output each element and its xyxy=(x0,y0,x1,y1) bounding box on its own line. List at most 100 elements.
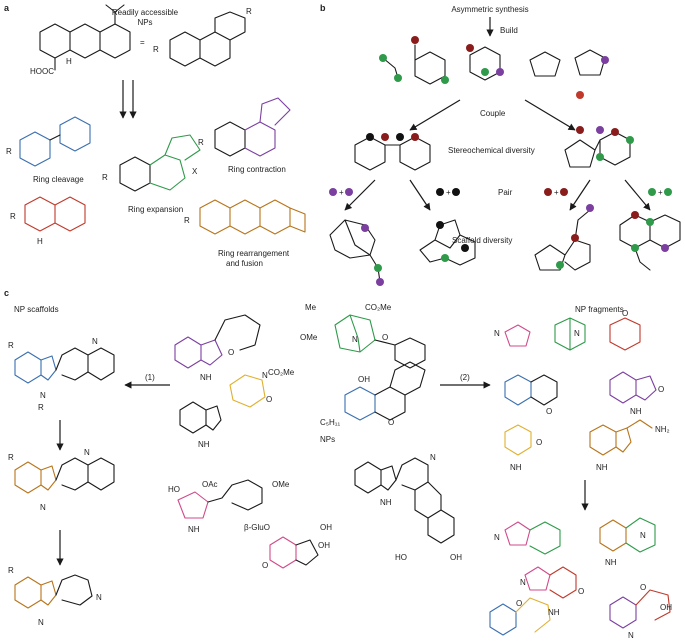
fragment-pyrrolidine-hn: N xyxy=(494,329,500,338)
panel-b-letter: b xyxy=(320,3,326,13)
pyrrolidine-ome: OMe xyxy=(272,480,290,489)
indole-nh: NH xyxy=(198,440,210,449)
fragment-oxindole-nh: NH xyxy=(630,407,642,416)
scaffold3-n2: N xyxy=(38,618,44,627)
fragment-chroman-o: O xyxy=(546,407,552,416)
pair-arrow-2 xyxy=(409,179,431,211)
cannabinoid-c5h11: C₅H₁₁ xyxy=(320,418,340,427)
pair-arrow-3 xyxy=(569,179,591,211)
panel-c-letter: c xyxy=(4,288,9,298)
pseudo-np-products: N N NH N O O NH OH N O xyxy=(489,517,672,640)
equals-sign: = xyxy=(140,38,145,47)
pseudo5-oh: OH xyxy=(660,603,672,612)
np-scaffold-2: R N N xyxy=(8,448,115,512)
panel-b-title: Asymmetric synthesis xyxy=(451,5,528,14)
fragment-pyrimidinone-o: O xyxy=(536,438,542,447)
ring-contraction-structure: R Ring contraction xyxy=(198,97,291,174)
fragment-oxindole-o: O xyxy=(658,385,664,394)
pseudo4-o: O xyxy=(516,599,522,608)
fragment-tropane-n: N xyxy=(574,329,580,338)
panel-a-letter: a xyxy=(4,3,10,13)
ring-cleavage-structure: R Ring cleavage xyxy=(6,116,91,184)
contraction-r1: R xyxy=(198,138,204,147)
nps-label: NPs xyxy=(320,435,335,444)
yohimbine-oh: OH xyxy=(450,553,462,562)
plus-4: + xyxy=(658,188,663,197)
cocaine-n: N xyxy=(352,335,358,344)
np-pyrrolidine: HO OAc OMe NH xyxy=(168,479,290,534)
scaffold1-r4: R xyxy=(8,341,14,350)
me-label: Me xyxy=(305,303,317,312)
glycoside-oh: OH xyxy=(320,523,332,532)
couple-arrow-right xyxy=(524,99,576,131)
np-iridoid-glycoside: β-GluO OH OH O xyxy=(244,523,332,570)
r1-label: R xyxy=(153,45,159,54)
yohimbine-n: N xyxy=(430,453,436,462)
red-r1: R xyxy=(10,212,16,221)
ring-rearr-line1: Ring rearrangement xyxy=(218,249,290,258)
couple-arrow-left xyxy=(409,99,461,131)
pseudo1-n: N xyxy=(494,533,500,542)
ring-expansion-label: Ring expansion xyxy=(128,205,183,214)
panel-b: b Asymmetric synthesis Build Couple St xyxy=(320,3,681,286)
acid-label: HOOC xyxy=(30,67,54,76)
pyrimidinone-o: O xyxy=(266,395,272,404)
natural-product-abietic: HOOC H xyxy=(30,4,131,76)
np-oxindole: Me OMe CO₂Me NH O xyxy=(174,303,318,382)
fragment-tryptamine-nh: NH xyxy=(596,463,608,472)
red-bicycle-structure: R H xyxy=(10,196,86,246)
rearr-r1: R xyxy=(184,216,190,225)
fragment-dihydropyran-o: O xyxy=(622,309,628,318)
r2-label: R xyxy=(246,7,252,16)
scaffold1-n2: N xyxy=(92,337,98,346)
ring-cleavage-label: Ring cleavage xyxy=(33,175,84,184)
pair-row: + + Pair + + xyxy=(329,188,672,197)
pseudo2-nh: NH xyxy=(605,558,617,567)
oxindole-o: O xyxy=(228,348,234,357)
oxindole-nh: NH xyxy=(200,373,212,382)
panel-a-title-line2: NPs xyxy=(137,18,152,27)
cocaine-co2me: CO₂Me xyxy=(365,303,392,312)
pseudo3-n: N xyxy=(520,578,526,587)
pseudo2-n: N xyxy=(640,531,646,540)
ome-label: OMe xyxy=(300,333,318,342)
step1-label: (1) xyxy=(145,373,155,382)
step2-label: (2) xyxy=(460,373,470,382)
glycoside-o: O xyxy=(262,561,268,570)
building-blocks xyxy=(379,36,609,99)
scaffold-products xyxy=(329,204,681,286)
pseudo5-o: O xyxy=(640,583,646,592)
pyrrolidine-ho: HO xyxy=(168,485,180,494)
cocaine-o: O xyxy=(382,333,388,342)
ring-contraction-label: Ring contraction xyxy=(228,165,286,174)
pseudo4-nh: NH xyxy=(548,608,560,617)
expansion-r1: R xyxy=(102,173,108,182)
np-cannabinoid: OH C₅H₁₁ O xyxy=(320,361,426,427)
couple-label: Couple xyxy=(480,109,506,118)
np-cocaine-like: CO₂Me N O xyxy=(334,303,426,369)
cannabinoid-o: O xyxy=(388,418,394,427)
plus-2: + xyxy=(446,188,451,197)
np-scaffolds-label: NP scaffolds xyxy=(14,305,59,314)
ring-rearrangement-structure: R Ring rearrangement and fusion xyxy=(184,199,306,268)
pair-arrow-1 xyxy=(344,179,376,211)
pseudo5-n: N xyxy=(628,631,634,640)
scaffold1-r1: R xyxy=(38,403,44,412)
np-scaffold-3: R N N xyxy=(8,566,102,627)
expansion-x: X xyxy=(192,167,198,176)
np-fragments-grid: N N O O O NH NH O NH₂ NH xyxy=(494,309,670,472)
pair-label: Pair xyxy=(498,188,513,197)
build-label: Build xyxy=(500,26,518,35)
cleavage-r1: R xyxy=(6,147,12,156)
np-tetrahydroindole-pyrimidinone: N O NH xyxy=(179,371,272,449)
fragment-tryptamine-nh2: NH₂ xyxy=(655,425,670,434)
scaffold1-n: N xyxy=(40,391,46,400)
coupled-product-left xyxy=(354,133,431,171)
scaffold2-r3: R xyxy=(8,453,14,462)
cannabinoid-oh: OH xyxy=(358,375,370,384)
np-scaffold-1: R N R N xyxy=(8,337,115,412)
pyrrolidine-nh: NH xyxy=(188,525,200,534)
red-h: H xyxy=(37,237,43,246)
scaffold-label: Scaffold diversity xyxy=(452,236,512,245)
fragment-pyrimidinone-nh: NH xyxy=(510,463,522,472)
